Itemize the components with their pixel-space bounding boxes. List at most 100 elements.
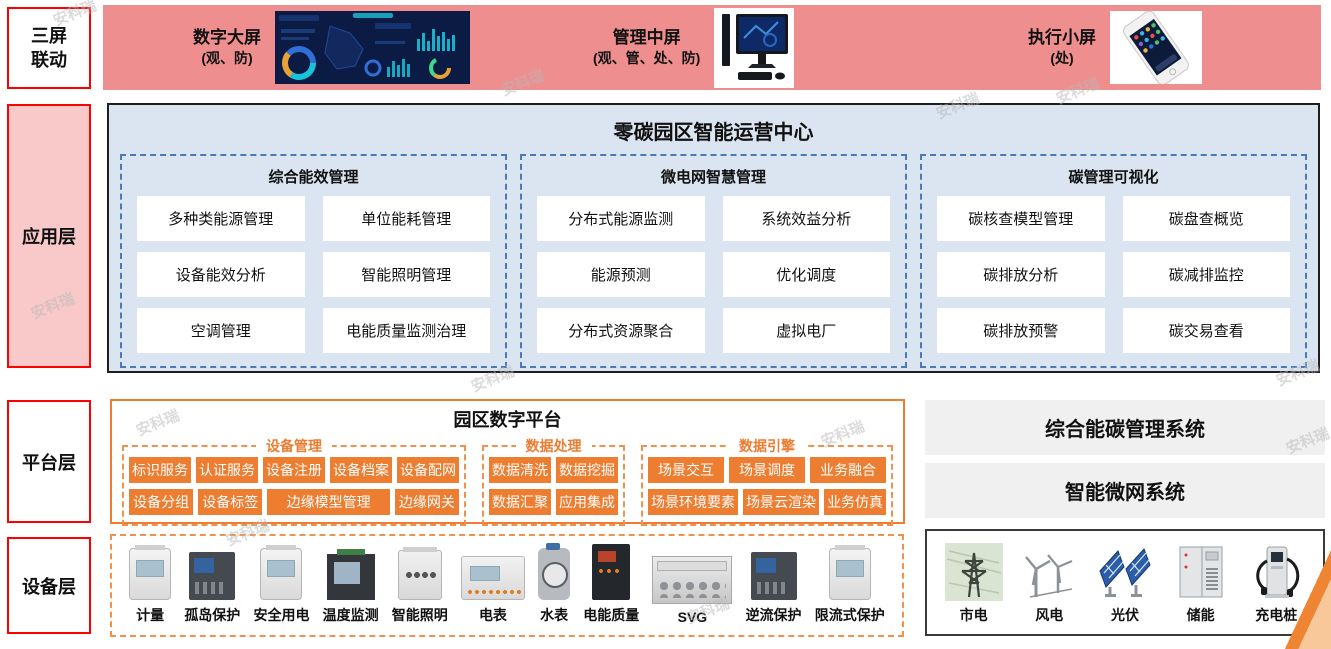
mid-screen-subtitle: (观、管、处、防)	[593, 50, 701, 67]
water-meter-icon	[538, 543, 571, 600]
platform-capability: 数据汇聚	[489, 489, 551, 515]
device-item: 限流式保护	[815, 545, 885, 625]
ev-charger-icon	[1247, 542, 1306, 601]
app-module: 智能照明管理	[322, 252, 490, 297]
reverse-flow-relay-icon	[750, 552, 797, 600]
app-module: 碳减排监控	[1122, 252, 1290, 297]
platform-capability: 数据挖掘	[556, 457, 618, 483]
column-title: 碳管理可视化	[1068, 169, 1159, 186]
app-module: 优化调度	[722, 252, 890, 297]
three-screen-linkage-label: 三屏联动	[7, 7, 91, 89]
small-screen-title: 执行小屏	[1028, 27, 1096, 47]
device-item: 安全用电	[253, 545, 309, 625]
device-layer-label: 设备层	[7, 537, 91, 634]
app-module: 碳排放预警	[937, 308, 1105, 353]
app-module: 分布式资源聚合	[537, 308, 705, 353]
energy-item: 光伏	[1095, 542, 1154, 625]
app-module: 能源预测	[537, 252, 705, 297]
platform-capability: 设备分组	[129, 489, 194, 515]
device-item: 电能质量	[583, 544, 639, 625]
platform-capability: 场景环境要素	[648, 489, 738, 515]
small-screen-subtitle: (处)	[1050, 50, 1074, 67]
device-item: 智能照明	[392, 547, 448, 625]
app-module: 分布式能源监测	[537, 196, 705, 241]
platform-capability: 标识服务	[129, 457, 191, 483]
app-module: 单位能耗管理	[322, 196, 490, 241]
svg-cabinet-icon	[652, 556, 733, 604]
big-screen-title: 数字大屏	[193, 27, 261, 47]
energy-efficiency-column: 综合能效管理 多种类能源管理 单位能耗管理 设备能效分析 智能照明管理 空调管理…	[120, 154, 507, 368]
big-screen-group: 数字大屏 (观、防)	[193, 5, 470, 90]
microgrid-column: 微电网智慧管理 分布式能源监测 系统效益分析 能源预测 优化调度 分布式资源聚合…	[520, 154, 907, 368]
device-item: 逆流保护	[746, 552, 802, 625]
platform-capability: 场景调度	[729, 457, 805, 483]
device-item: 电表	[460, 556, 525, 625]
dashboard-screen-image	[275, 11, 470, 84]
panel-meter-icon	[326, 549, 375, 600]
app-module: 多种类能源管理	[137, 196, 305, 241]
carbon-management-column: 碳管理可视化 碳核查模型管理 碳盘查概览 碳排放分析 碳减排监控 碳排放预警 碳…	[920, 154, 1307, 368]
application-layer-label: 应用层	[7, 104, 91, 368]
section-title: 设备管理	[256, 437, 332, 455]
device-item: SVG	[652, 556, 733, 625]
energy-sources-panel: 市电 风电 光伏	[925, 529, 1325, 636]
solar-panel-icon	[1095, 542, 1154, 601]
platform-capability: 应用集成	[556, 489, 618, 515]
column-title: 微电网智慧管理	[660, 169, 766, 186]
app-module: 虚拟电厂	[722, 308, 890, 353]
device-item: 孤岛保护	[184, 552, 240, 625]
app-module: 碳排放分析	[937, 252, 1105, 297]
small-screen-group: 执行小屏 (处)	[1028, 5, 1202, 90]
mid-screen-group: 管理中屏 (观、管、处、防)	[593, 5, 795, 90]
power-tower-icon	[944, 542, 1003, 601]
energy-item: 风电	[1020, 542, 1079, 625]
smart-microgrid-system-box: 智能微网系统	[925, 463, 1325, 518]
mid-screen-title: 管理中屏	[612, 27, 681, 47]
lighting-controller-icon	[397, 547, 442, 600]
platform-title: 园区数字平台	[453, 410, 562, 430]
energy-item: 储能	[1171, 542, 1230, 625]
platform-capability: 认证服务	[196, 457, 258, 483]
platform-capability: 设备档案	[330, 457, 392, 483]
platform-capability: 场景云渲染	[743, 489, 819, 515]
energy-carbon-system-box: 综合能碳管理系统	[925, 400, 1325, 455]
section-title: 数据引擎	[729, 437, 805, 455]
platform-capability: 设备注册	[263, 457, 325, 483]
app-module: 碳盘查概览	[1122, 196, 1290, 241]
data-processing-section: 数据处理 数据清洗 数据挖掘 数据汇聚 应用集成	[482, 437, 625, 526]
section-title: 数据处理	[515, 437, 592, 455]
energy-item: 市电	[944, 542, 1003, 625]
platform-capability: 边缘网关	[394, 489, 460, 515]
data-engine-section: 数据引擎 场景交互 场景调度 业务融合 场景环境要素 场景云渲染 业务仿真	[641, 437, 893, 526]
app-module: 碳核查模型管理	[937, 196, 1105, 241]
protection-relay-icon	[189, 552, 236, 600]
application-layer-panel: 零碳园区智能运营中心 综合能效管理 多种类能源管理 单位能耗管理 设备能效分析 …	[107, 103, 1320, 373]
device-item: 温度监测	[323, 549, 379, 625]
platform-capability: 业务仿真	[824, 489, 886, 515]
column-title: 综合能效管理	[268, 169, 359, 186]
platform-layer-label: 平台层	[7, 400, 91, 523]
current-limit-protector-icon	[828, 545, 871, 600]
app-module: 碳交易查看	[1122, 308, 1290, 353]
energy-item: 充电桩	[1247, 542, 1306, 625]
app-module: 设备能效分析	[137, 252, 305, 297]
three-screen-banner: 数字大屏 (观、防)	[103, 5, 1321, 90]
platform-capability: 业务融合	[810, 457, 886, 483]
smartphone-image	[1110, 11, 1202, 84]
platform-capability: 边缘模型管理	[267, 489, 390, 515]
operation-center-title: 零碳园区智能运营中心	[613, 122, 814, 144]
platform-capability: 设备配网	[397, 457, 459, 483]
din-meter-icon	[129, 545, 172, 600]
big-screen-subtitle: (观、防)	[201, 50, 253, 67]
energy-meter-icon	[460, 556, 525, 600]
battery-cabinet-icon	[1171, 542, 1230, 601]
wind-turbine-icon	[1020, 542, 1079, 601]
app-module: 系统效益分析	[722, 196, 890, 241]
power-quality-icon	[592, 544, 631, 600]
safety-monitor-icon	[260, 545, 303, 600]
app-module: 空调管理	[137, 308, 305, 353]
device-item: 水表	[538, 543, 571, 625]
platform-capability: 设备标签	[198, 489, 263, 515]
desktop-computer-image	[714, 7, 795, 88]
park-digital-platform-panel: 园区数字平台 设备管理 标识服务 认证服务 设备注册 设备档案 设备配网 设备分…	[110, 399, 905, 526]
